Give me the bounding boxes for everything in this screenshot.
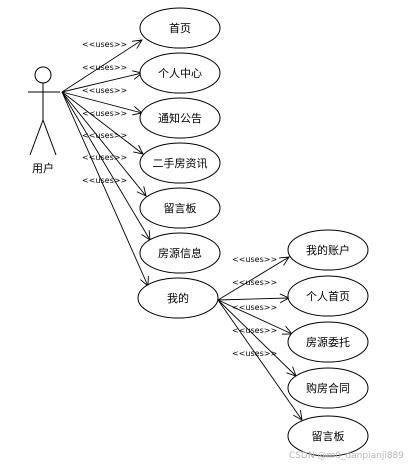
edge-actor-message-board-arrowhead [136,186,147,197]
use-case-notice-label: 通知公告 [158,111,202,125]
use-case-sub-message-board-label: 留言板 [312,429,345,443]
use-case-mine-shape[interactable] [137,277,219,319]
use-case-house-info-shape[interactable] [139,232,221,274]
use-case-home-shape[interactable] [139,7,221,49]
edge-actor-personal-center-stereotype: <<uses>> [82,63,127,72]
edge-actor-second-hand-news-line [61,91,144,155]
edge-mine-my-account: <<uses>> [217,255,290,301]
use-case-house-info[interactable]: 房源信息 [139,232,221,274]
use-case-personal-center[interactable]: 个人中心 [139,52,221,94]
use-case-second-hand-news[interactable]: 二手房资讯 [139,142,221,184]
use-case-purchase-contract-label: 购房合同 [306,381,350,395]
use-case-message-board-label: 留言板 [164,201,197,215]
edge-mine-purchase-contract-line [217,299,297,377]
use-case-notice-shape[interactable] [139,97,221,139]
edge-mine-personal-home: <<uses>> [217,278,291,304]
use-case-home[interactable]: 首页 [139,7,221,49]
use-case-personal-center-shape[interactable] [139,52,221,94]
watermark: CSDN @m0_danpianji889 [289,451,404,461]
edge-mine-sub-message-board-stereotype: <<uses>> [232,349,277,358]
edge-actor-second-hand-news-arrowhead [133,144,144,155]
edge-mine-purchase-contract-stereotype: <<uses>> [232,326,277,335]
use-case-purchase-contract-shape[interactable] [287,367,369,409]
use-case-mine-label: 我的 [167,291,189,305]
use-case-home-label: 首页 [169,21,191,35]
use-case-personal-home-shape[interactable] [287,275,369,317]
edge-mine-house-entrust-line [217,299,293,335]
edge-actor-second-hand-news: <<uses>> [61,91,144,155]
edge-actor-home-line [61,39,143,93]
edge-actor-second-hand-news-stereotype: <<uses>> [82,109,127,118]
use-case-message-board-shape[interactable] [139,187,221,229]
edge-actor-message-board: <<uses>> [61,91,147,197]
actor-label: 用户 [32,161,54,175]
use-case-mine[interactable]: 我的 [137,277,219,319]
use-case-my-account-shape[interactable] [287,229,369,271]
edge-actor-home-arrowhead [132,39,143,49]
edge-actor-house-info-line [61,91,151,241]
edge-mine-sub-message-board-line [217,299,303,421]
use-case-personal-home-label: 个人首页 [306,289,350,303]
use-case-message-board[interactable]: 留言板 [139,187,221,229]
edge-actor-message-board-stereotype: <<uses>> [82,131,127,140]
edge-mine-house-entrust-stereotype: <<uses>> [232,303,277,312]
use-case-house-entrust-label: 房源委托 [306,335,350,349]
edge-mine-sub-message-board-arrowhead [293,410,303,421]
actor-edges: <<uses>> <<uses>> <<uses>> <<uses>> <<uses>>… [61,39,151,287]
actor-right-leg [42,119,57,156]
use-case-personal-center-label: 个人中心 [158,67,202,80]
edge-actor-house-info-stereotype: <<uses>> [82,153,127,162]
edge-actor-notice-stereotype: <<uses>> [82,86,127,95]
use-case-sub-message-board[interactable]: 留言板 [287,415,369,457]
edge-actor-home: <<uses>> [61,39,143,93]
edge-mine-personal-home-line [217,297,290,301]
use-case-notice[interactable]: 通知公告 [139,97,221,139]
actor-head [34,66,52,84]
use-case-second-hand-news-label: 二手房资讯 [153,156,208,170]
use-case-sub-message-board-shape[interactable] [287,415,369,457]
use-case-house-entrust-shape[interactable] [287,321,369,363]
edge-mine-personal-home-stereotype: <<uses>> [232,278,277,287]
edge-mine-my-account-arrowhead [279,256,290,266]
actor-user: 用户 [28,66,60,175]
use-case-house-entrust[interactable]: 房源委托 [287,321,369,363]
edge-actor-mine-line [61,91,149,287]
edge-actor-mine-stereotype: <<uses>> [82,176,127,185]
use-case-my-account[interactable]: 我的账户 [287,229,369,271]
use-case-personal-home[interactable]: 个人首页 [287,275,369,317]
use-case-second-hand-news-shape[interactable] [139,142,221,184]
mine-edges: <<uses>> <<uses>> <<uses>> <<uses>> <<uses>> [217,255,303,421]
use-case-my-account-label: 我的账户 [306,243,350,257]
edge-mine-my-account-stereotype: <<uses>> [232,255,277,264]
use-case-house-info-label: 房源信息 [158,246,202,260]
edge-mine-sub-message-board: <<uses>> [217,299,303,421]
edge-actor-mine: <<uses>> [61,91,149,287]
edge-actor-home-stereotype: <<uses>> [82,40,127,49]
edge-mine-my-account-line [217,256,290,301]
edge-actor-personal-center-line [61,72,143,93]
edge-actor-message-board-line [61,91,147,197]
use-case-purchase-contract[interactable]: 购房合同 [287,367,369,409]
actor-left-leg [29,119,44,156]
edge-actor-notice-line [61,91,143,114]
